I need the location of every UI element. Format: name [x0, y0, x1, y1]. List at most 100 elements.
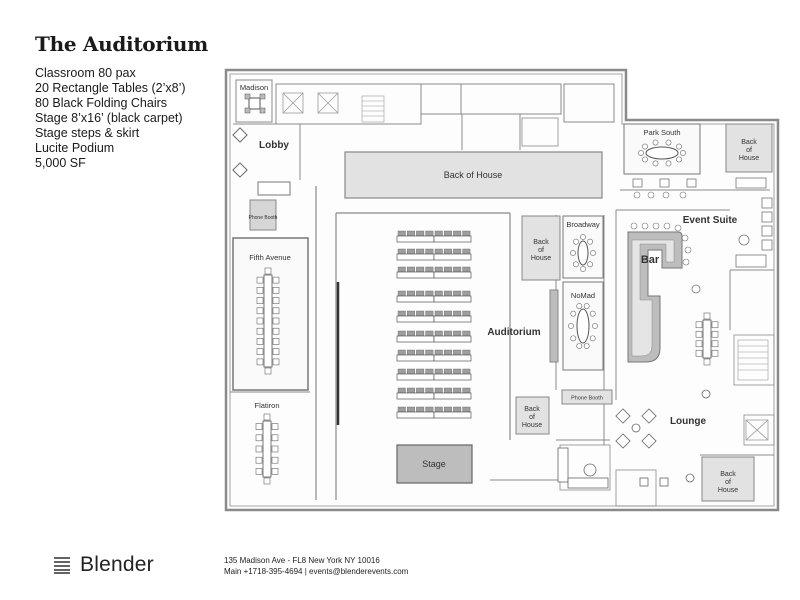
chair [711, 321, 719, 329]
svg-text:Back: Back [720, 471, 736, 478]
svg-text:of: of [529, 414, 535, 421]
chair [652, 160, 659, 167]
svg-text:Back: Back [524, 406, 540, 413]
chair [576, 343, 583, 349]
chair [425, 310, 434, 317]
svg-text:Auditorium: Auditorium [487, 327, 540, 338]
chair [272, 307, 280, 315]
chair [434, 290, 443, 297]
chair [583, 343, 590, 349]
chair [272, 276, 280, 284]
chair [453, 266, 462, 273]
svg-text:Fifth Avenue: Fifth Avenue [249, 253, 291, 262]
classroom-table [396, 295, 435, 303]
chair [271, 434, 279, 442]
classroom-table [396, 253, 435, 261]
chair [425, 349, 434, 356]
chair [444, 266, 452, 273]
chair [256, 276, 264, 284]
svg-text:House: House [718, 487, 738, 494]
chair [416, 406, 425, 413]
chair [462, 368, 471, 375]
room-label: Madison [240, 83, 268, 92]
svg-text:Phone Booth: Phone Booth [571, 396, 603, 402]
event-suite-table [695, 312, 719, 366]
chair [462, 349, 471, 356]
chair [416, 230, 425, 237]
spec-line: Stage 8’x16’ (black carpet) [35, 111, 183, 125]
classroom-table [396, 235, 435, 243]
chair [407, 368, 415, 375]
chair [397, 290, 406, 297]
brand-name: Blender [80, 553, 154, 576]
chair [397, 349, 406, 356]
chair [573, 238, 579, 245]
chair [271, 468, 279, 475]
chair [444, 230, 452, 237]
chair [255, 434, 263, 442]
chair [703, 358, 711, 366]
stairs-icon [361, 95, 769, 381]
classroom-table [433, 295, 472, 303]
chair [263, 413, 271, 421]
classroom-table [396, 373, 435, 381]
svg-text:Lobby: Lobby [259, 140, 289, 151]
chair [256, 327, 264, 335]
chair [453, 368, 462, 375]
svg-text:Back: Back [533, 239, 549, 246]
chair [695, 340, 703, 348]
chair [434, 387, 443, 394]
chair [425, 230, 434, 237]
chair [453, 387, 462, 394]
chair [425, 248, 434, 255]
chair [462, 290, 471, 297]
room-lounge: Lounge [557, 389, 711, 489]
chair [397, 406, 406, 413]
room-madison: Madison [235, 79, 273, 123]
chair [255, 456, 263, 464]
svg-text:Bar: Bar [641, 254, 660, 266]
room-back-of-house-br: Back of House [701, 456, 755, 502]
chair [416, 330, 425, 337]
svg-text:Flatiron: Flatiron [254, 401, 279, 410]
room-nomad: NoMad [549, 281, 604, 371]
chair [434, 266, 443, 273]
chair [397, 266, 406, 273]
chair [425, 266, 434, 273]
chair [416, 290, 425, 297]
chair [462, 230, 471, 237]
chair [570, 335, 577, 342]
chair [434, 230, 443, 237]
svg-text:Back of House: Back of House [444, 170, 503, 180]
chair [256, 317, 264, 325]
spec-line: 5,000 SF [35, 156, 86, 170]
spec-line: 80 Black Folding Chairs [35, 96, 168, 110]
classroom-table [433, 253, 472, 261]
room-phone-booth-center: Phone Booth [561, 389, 613, 405]
page-title: The Auditorium [35, 32, 208, 56]
chair [568, 323, 574, 329]
chair [695, 330, 703, 338]
chair [592, 323, 598, 329]
chair [397, 387, 406, 394]
chair [642, 156, 648, 163]
chair [264, 267, 272, 275]
stacked-lines-logo-icon [54, 557, 70, 574]
room-back-of-house-top: Back of House [344, 151, 603, 199]
chair [416, 387, 425, 394]
chair [416, 310, 425, 317]
chair [416, 349, 425, 356]
chair [462, 248, 471, 255]
svg-text:House: House [739, 155, 759, 162]
room-event-suite: Event Suite [630, 177, 773, 294]
chair [256, 348, 264, 355]
chair [407, 248, 415, 255]
chair [272, 338, 280, 345]
chair [711, 330, 719, 338]
chair [583, 303, 590, 309]
svg-text:Phone Booth: Phone Booth [249, 215, 278, 221]
chair [580, 234, 586, 240]
chair [407, 406, 415, 413]
chair [407, 387, 415, 394]
